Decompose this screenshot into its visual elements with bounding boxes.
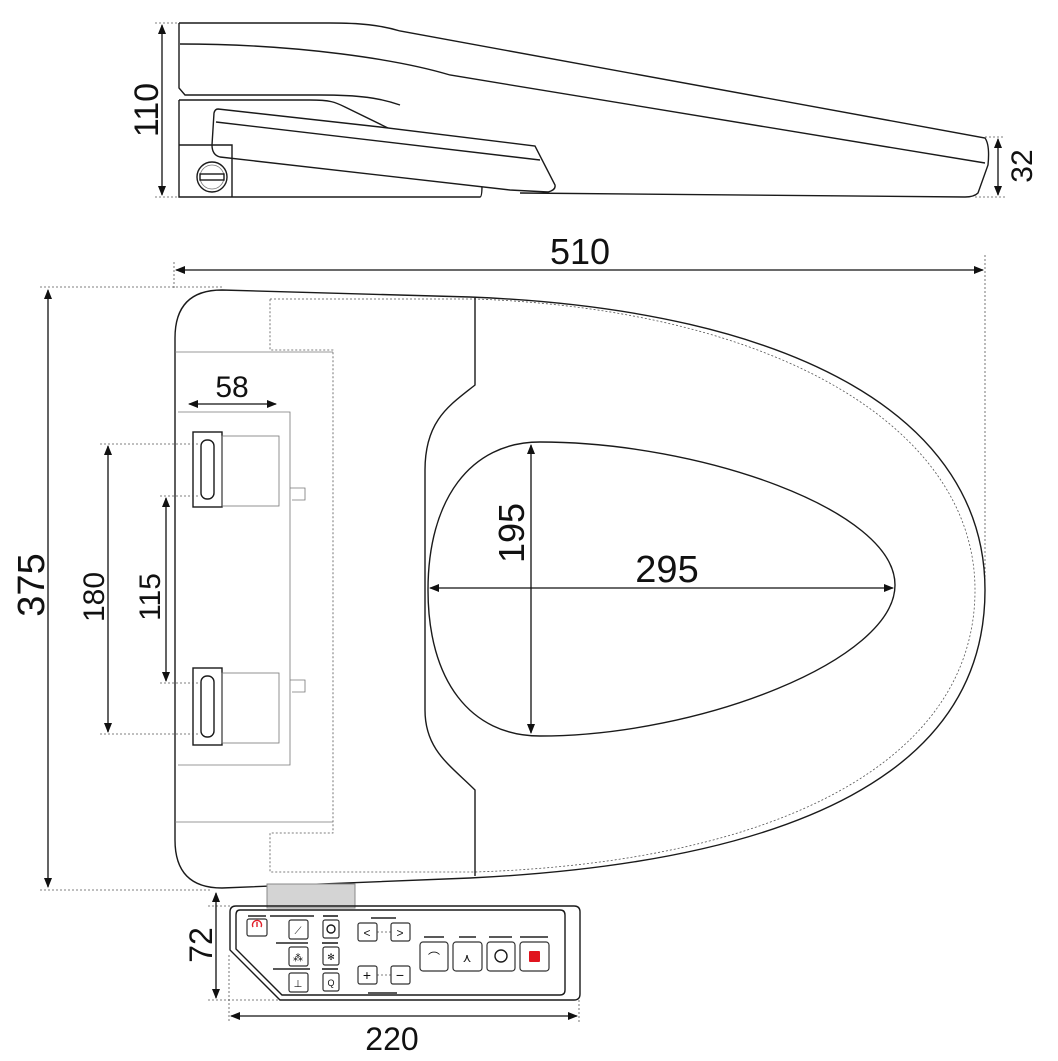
light-button[interactable]: ⁂	[288, 946, 309, 967]
power-icon	[251, 919, 263, 928]
right-arrow-icon: >	[396, 926, 403, 940]
remote-control: ⟋ ⁂ ⊥ ✻ Q < > + − ⌒ ⋏ 72 220	[183, 883, 581, 1057]
dryer-button[interactable]: ✻	[322, 946, 340, 966]
right-arrow-button[interactable]: >	[390, 922, 411, 942]
hinge-inner-spacing-label: 115	[134, 573, 167, 621]
power-button[interactable]	[246, 915, 268, 937]
hinge-outer-spacing-label: 180	[78, 572, 111, 622]
top-view: 375 58 180 115 195 295	[11, 286, 986, 891]
massage-icon	[494, 949, 508, 963]
bidet-icon: ⊥	[294, 979, 303, 990]
plus-icon: +	[363, 967, 371, 983]
hinge-top	[192, 431, 306, 508]
length-dimension: 510	[173, 231, 986, 590]
overall-length-label: 510	[550, 231, 610, 272]
dryer-icon: ✻	[327, 952, 335, 962]
side-front-height-label: 32	[1006, 149, 1039, 182]
stop-button[interactable]	[519, 941, 550, 972]
side-height-label: 110	[128, 83, 166, 137]
left-arrow-icon: <	[363, 926, 370, 940]
left-arrow-button[interactable]: <	[357, 922, 378, 942]
opening-length-label: 295	[635, 549, 698, 591]
bidet-button[interactable]: ⊥	[288, 972, 309, 993]
front-wash-icon: ⋏	[463, 951, 472, 965]
nozzle-clean-button[interactable]: ⟋	[288, 919, 309, 940]
plus-button[interactable]: +	[357, 965, 378, 985]
hinge-width-label: 58	[215, 371, 248, 404]
minus-button[interactable]: −	[390, 965, 411, 985]
overall-width-label: 375	[11, 553, 53, 616]
deodorize-button[interactable]: Q	[322, 972, 340, 992]
rear-wash-button[interactable]: ⌒	[419, 941, 449, 972]
remote-width-label: 220	[365, 1021, 418, 1057]
seat-temp-button[interactable]	[322, 919, 340, 939]
massage-button[interactable]	[486, 941, 516, 972]
hinge-bottom	[192, 667, 306, 746]
front-wash-button[interactable]: ⋏	[452, 941, 483, 972]
nozzle-clean-icon: ⟋	[295, 926, 302, 937]
light-icon: ⁂	[293, 953, 303, 964]
rear-wash-icon: ⌒	[428, 951, 440, 965]
opening-width-label: 195	[491, 503, 532, 563]
seat-temp-icon	[326, 924, 336, 934]
deodorize-icon: Q	[327, 978, 334, 988]
minus-icon: −	[396, 967, 404, 983]
remote-height-label: 72	[183, 927, 219, 963]
stop-icon	[529, 951, 540, 962]
side-view: 110 32	[128, 22, 1039, 198]
